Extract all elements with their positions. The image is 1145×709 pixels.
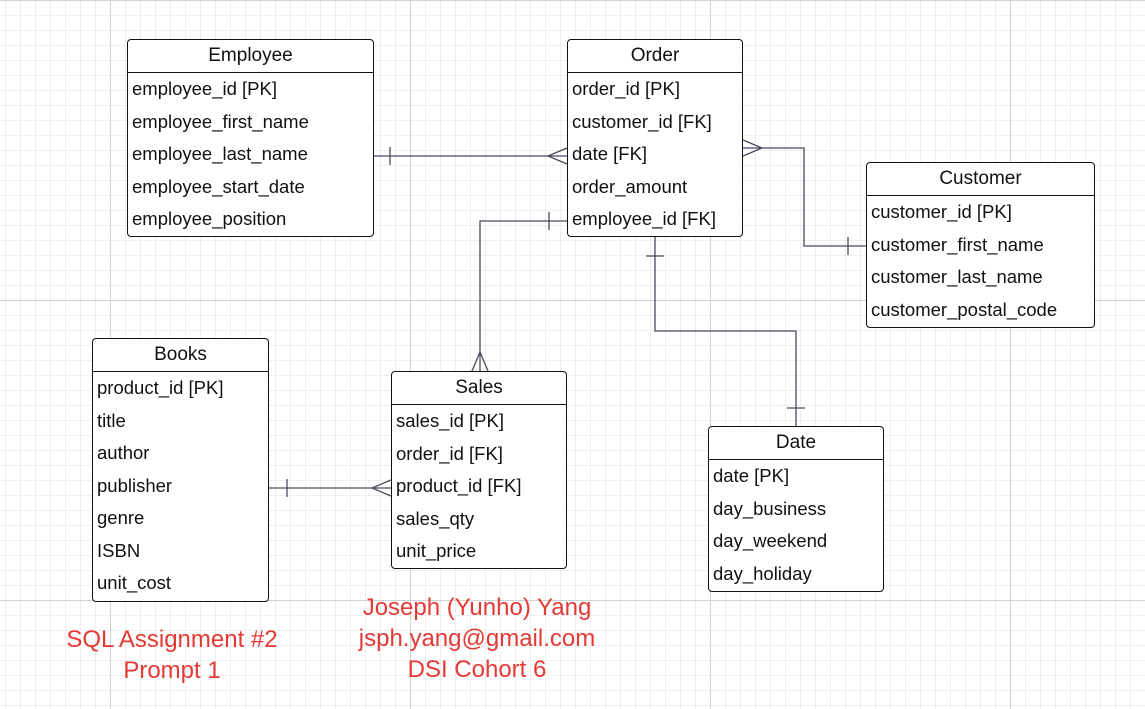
assignment-note: SQL Assignment #2 Prompt 1 bbox=[47, 624, 297, 686]
entity-employee[interactable]: Employee employee_id [PK] employee_first… bbox=[127, 39, 374, 237]
field-customer-id-fk: customer_id [FK] bbox=[572, 110, 712, 132]
author-email: jsph.yang@gmail.com bbox=[358, 625, 596, 652]
entity-title: Date bbox=[709, 427, 883, 460]
field-product-id-fk: product_id [FK] bbox=[396, 475, 522, 496]
field-customer-last-name: customer_last_name bbox=[871, 266, 1043, 287]
field-day-holiday: day_holiday bbox=[713, 562, 812, 584]
author-cohort: DSI Cohort 6 bbox=[407, 656, 547, 683]
link-books-sales bbox=[268, 479, 392, 497]
field-publisher: publisher bbox=[97, 474, 173, 496]
assignment-title: SQL Assignment #2 bbox=[66, 626, 278, 653]
field-employee-id-fk: employee_id [FK] bbox=[572, 208, 716, 229]
field-order-id-fk: order_id [FK] bbox=[396, 442, 503, 464]
entity-customer[interactable]: Customer customer_id [PK] customer_first… bbox=[866, 162, 1095, 328]
field-order-amount: order_amount bbox=[572, 175, 688, 197]
field-date-fk: date [FK] bbox=[572, 143, 648, 164]
link-order-sales bbox=[471, 212, 567, 372]
field-employee-id: employee_id [PK] bbox=[132, 78, 278, 99]
field-product-id: product_id [PK] bbox=[97, 377, 224, 398]
link-order-customer bbox=[742, 139, 866, 255]
field-unit-price: unit_price bbox=[396, 540, 477, 561]
field-employee-position: employee_position bbox=[132, 208, 287, 229]
entity-title: Books bbox=[93, 339, 268, 372]
author-note: Joseph (Yunho) Yang jsph.yang@gmail.com … bbox=[327, 592, 627, 685]
entity-title: Order bbox=[568, 40, 742, 73]
field-customer-id: customer_id [PK] bbox=[871, 201, 1012, 222]
link-employee-order bbox=[374, 147, 568, 165]
field-genre: genre bbox=[97, 507, 145, 528]
entity-title: Customer bbox=[867, 163, 1094, 196]
field-day-weekend: day_weekend bbox=[713, 530, 828, 551]
field-order-id: order_id [PK] bbox=[572, 78, 680, 99]
field-employee-start-date: employee_start_date bbox=[132, 175, 305, 197]
assignment-prompt: Prompt 1 bbox=[123, 657, 221, 684]
field-employee-first-name: employee_first_name bbox=[132, 110, 309, 132]
entity-order[interactable]: Order order_id [PK] customer_id [FK] dat… bbox=[567, 39, 743, 237]
field-author: author bbox=[97, 442, 150, 463]
entity-date[interactable]: Date date [PK] day_business day_weekend … bbox=[708, 426, 884, 592]
field-unit-cost: unit_cost bbox=[97, 572, 172, 593]
field-title: title bbox=[97, 409, 126, 431]
entity-title: Employee bbox=[128, 40, 373, 73]
field-sales-id: sales_id [PK] bbox=[396, 410, 504, 431]
field-customer-first-name: customer_first_name bbox=[871, 233, 1044, 255]
field-isbn: ISBN bbox=[97, 539, 141, 561]
entity-books[interactable]: Books product_id [PK] title author publi… bbox=[92, 338, 269, 602]
field-day-business: day_business bbox=[713, 497, 827, 519]
author-name: Joseph (Yunho) Yang bbox=[362, 594, 592, 621]
field-date-pk: date [PK] bbox=[713, 465, 790, 486]
field-employee-last-name: employee_last_name bbox=[132, 143, 308, 164]
field-sales-qty: sales_qty bbox=[396, 507, 475, 529]
field-customer-postal-code: customer_postal_code bbox=[871, 298, 1058, 320]
entity-title: Sales bbox=[392, 372, 566, 405]
entity-sales[interactable]: Sales sales_id [PK] order_id [FK] produc… bbox=[391, 371, 567, 569]
link-order-date bbox=[646, 237, 805, 426]
